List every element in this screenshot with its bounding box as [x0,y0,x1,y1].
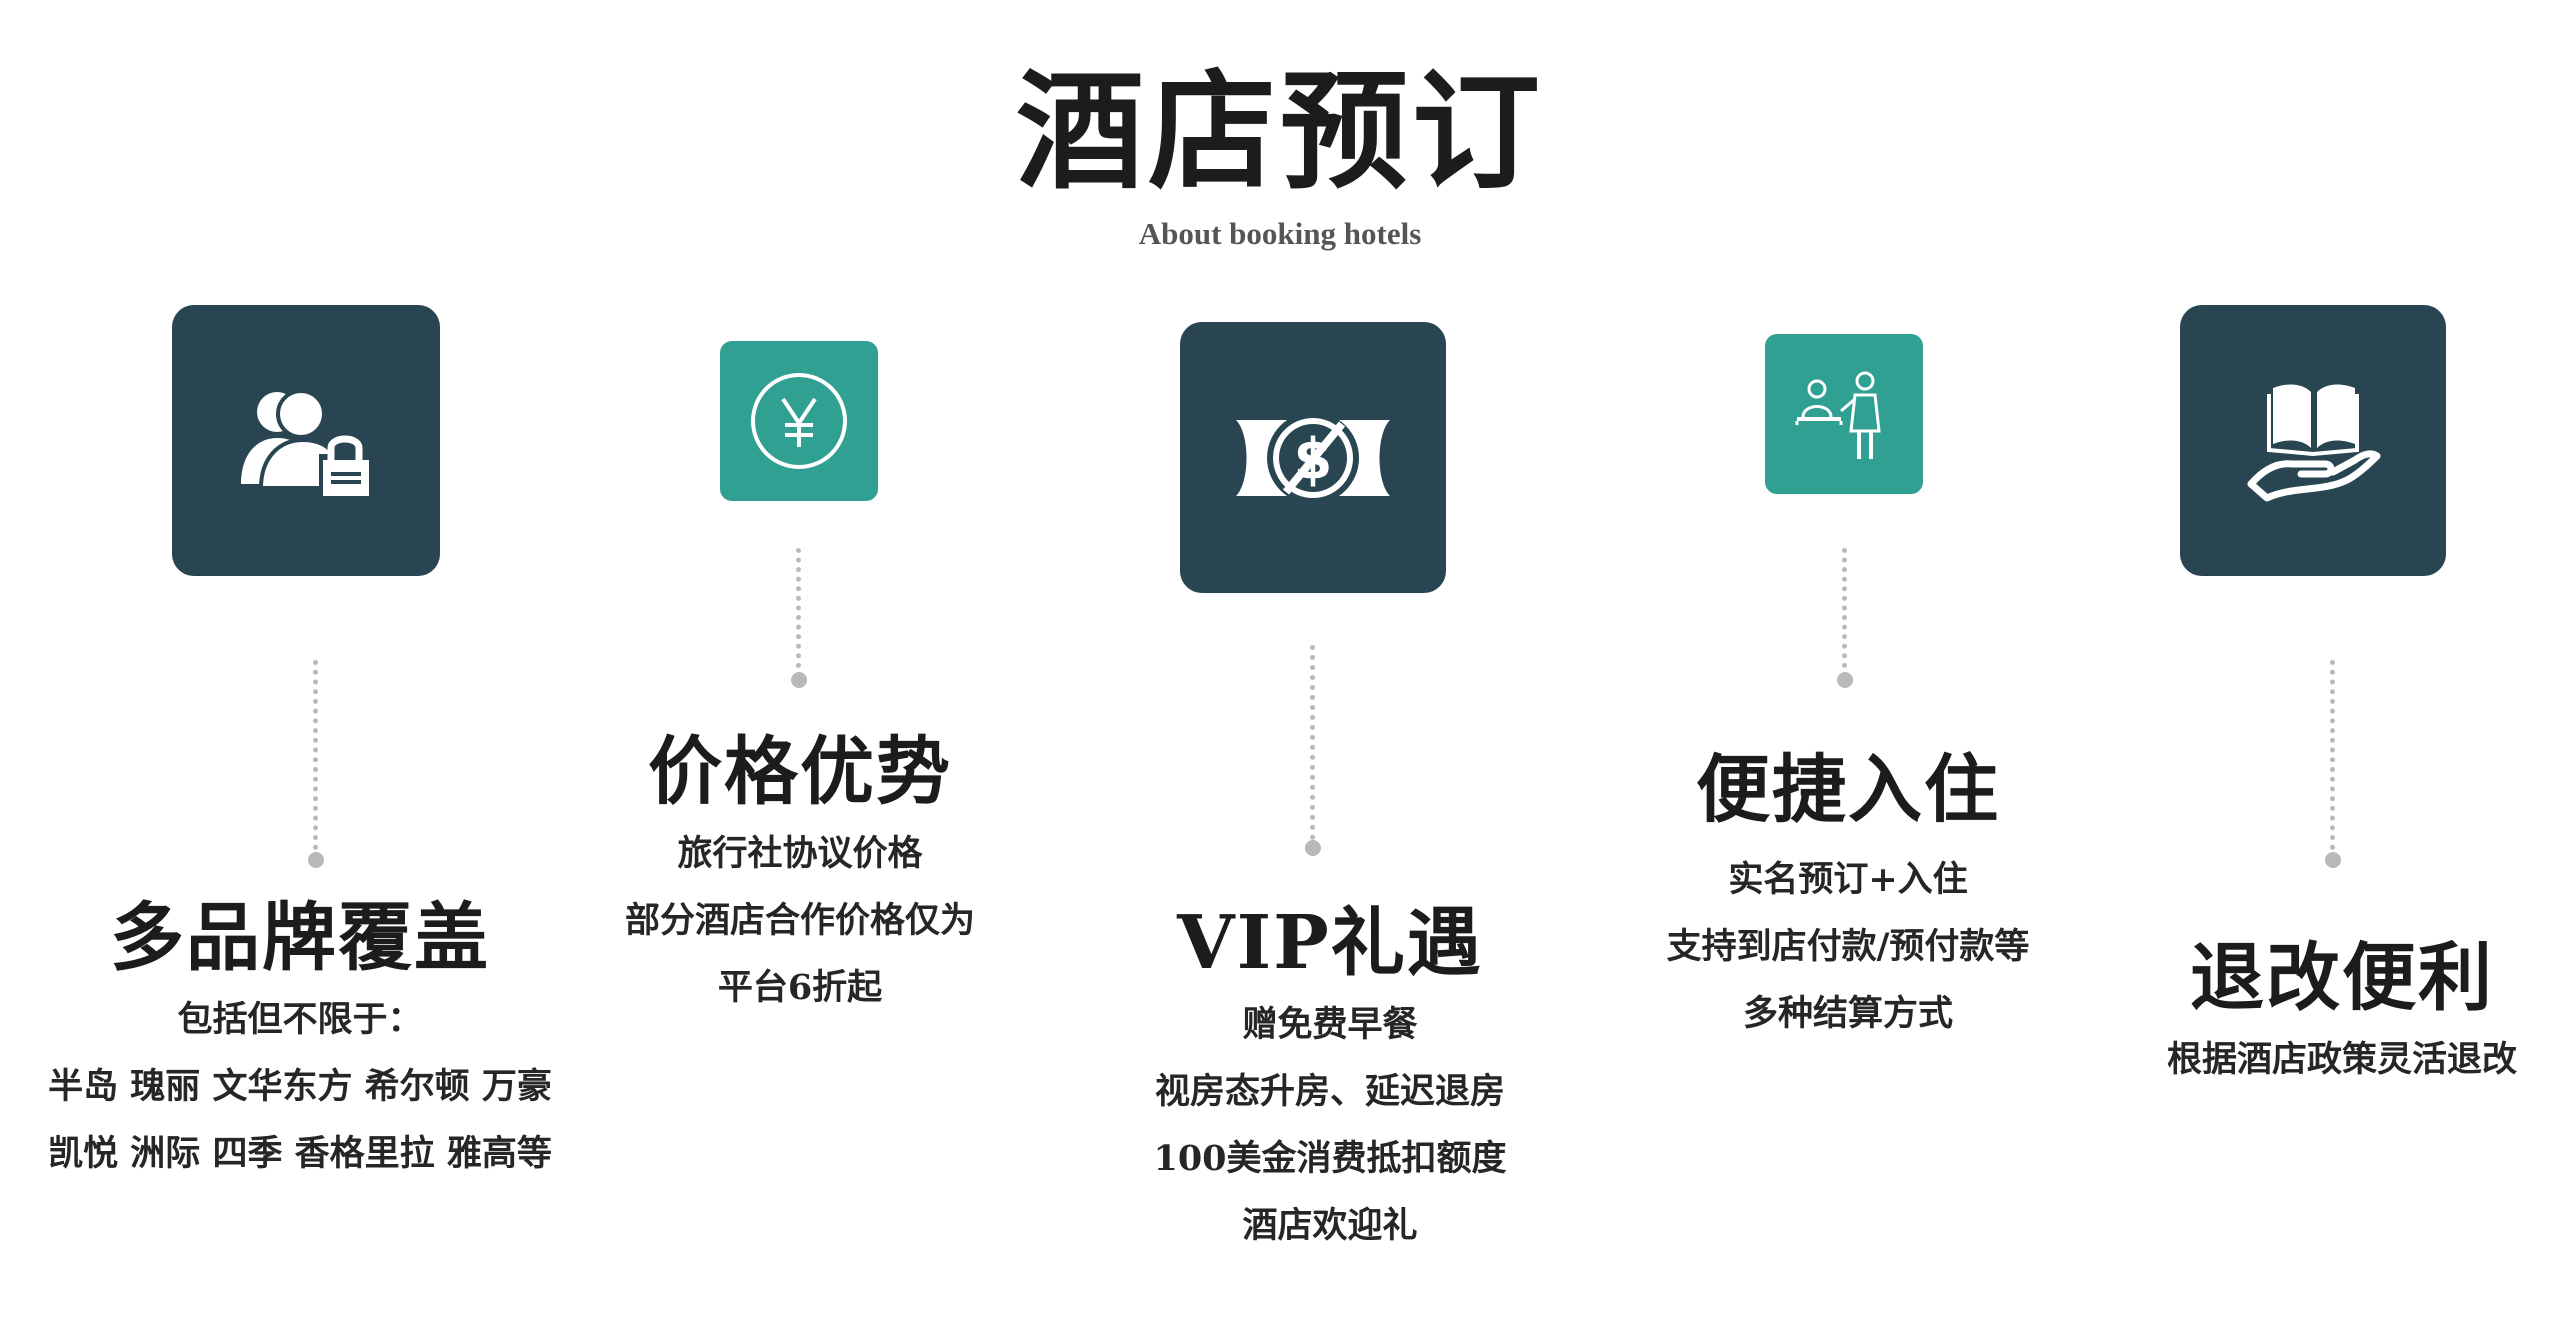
feature-line: 凯悦 洲际 四季 香格里拉 雅高等 [48,1133,552,1174]
yen-coin-icon [751,373,847,469]
feature-line: 半岛 瑰丽 文华东方 希尔顿 万豪 [48,1066,552,1107]
easy-checkin-tile [1765,334,1923,494]
vip-privileges-tile: $ [1180,322,1446,593]
price-advantage-tile [720,341,878,501]
feature-line: 实名预订+入住 [1728,859,1968,900]
feature-line: 多种结算方式 [1742,993,1954,1034]
feature-title: 退改便利 [2189,935,2494,1021]
connector-dot [308,852,324,868]
connector-line [2330,660,2335,850]
feature-line: 100美金消费抵扣额度 [1153,1138,1507,1179]
hand-book-icon [2247,384,2381,501]
page-subtitle: About booking hotels [1138,216,1422,251]
feature-line: 旅行社协议价格 [677,833,923,874]
connector-line [1842,548,1847,668]
users-lock-icon [241,388,369,496]
feature-flexible-refund: 退改便利 根据酒店政策灵活退改 [2167,930,2517,1093]
feature-easy-checkin: 便捷入住 实名预订+入住 支持到店付款/预付款等 多种结算方式 [1667,742,2030,1047]
feature-price-advantage: 价格优势 旅行社协议价格 部分酒店合作价格仅为 平台6折起 [625,724,975,1021]
feature-line: 包括但不限于： [177,999,423,1040]
feature-line: 赠免费早餐 [1242,1004,1418,1045]
feature-line: 根据酒店政策灵活退改 [2166,1039,2518,1080]
connector-dot [791,672,807,688]
connector-dot [1305,840,1321,856]
feature-vip-privileges: VIP礼遇 赠免费早餐 视房态升房、延迟退房 100美金消费抵扣额度 酒店欢迎礼 [1153,895,1506,1259]
reception-desk-icon [1795,371,1881,459]
page-title: 酒店预订 [1015,57,1544,207]
feature-line: 酒店欢迎礼 [1242,1205,1418,1246]
connector-line [313,660,318,850]
feature-title: 价格优势 [647,729,952,815]
feature-title: 便捷入住 [1695,747,2000,833]
feature-line: 平台6折起 [717,967,883,1008]
connector-dot [2325,852,2341,868]
feature-title: VIP礼遇 [1177,900,1483,986]
feature-brand-coverage: 多品牌覆盖 包括但不限于： 半岛 瑰丽 文华东方 希尔顿 万豪 凯悦 洲际 四季… [48,890,552,1187]
connector-line [1310,645,1315,840]
brand-coverage-tile [172,305,440,576]
connector-line [796,548,801,668]
connector-dot [1837,672,1853,688]
feature-line: 视房态升房、延迟退房 [1154,1071,1505,1112]
feature-line: 部分酒店合作价格仅为 [624,900,976,941]
no-money-icon: $ [1236,411,1390,504]
flexible-refund-tile [2180,305,2446,576]
feature-line: 支持到店付款/预付款等 [1666,926,2030,967]
feature-title: 多品牌覆盖 [110,895,490,981]
